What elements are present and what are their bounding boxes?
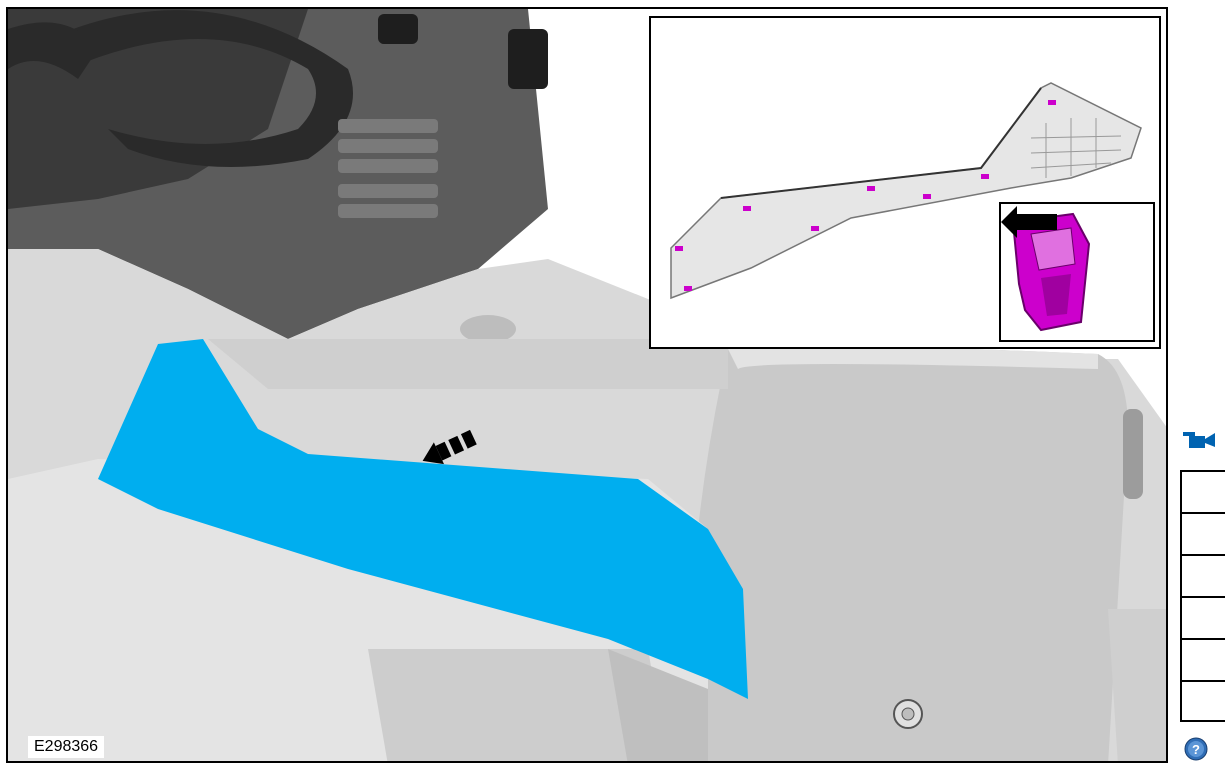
removal-direction-arrow	[422, 429, 477, 465]
clip-locations	[675, 100, 1056, 291]
side-table-row[interactable]	[1180, 512, 1225, 554]
help-icon[interactable]: ?	[1184, 737, 1208, 761]
clip-icon	[1011, 212, 1091, 332]
detail-inset: x8	[649, 16, 1161, 349]
highlighted-trim-panel	[98, 339, 748, 699]
trim-panel-detail	[670, 82, 1142, 300]
side-table	[1180, 470, 1225, 722]
clip-detail-box: x8	[999, 202, 1155, 342]
side-table-row[interactable]	[1180, 554, 1225, 596]
side-panel: ?	[1176, 0, 1225, 770]
svg-text:?: ?	[1192, 742, 1200, 757]
quantity-arrow-icon	[1001, 206, 1057, 238]
side-table-row[interactable]	[1180, 638, 1225, 680]
camera-icon[interactable]	[1181, 427, 1217, 451]
clip-quantity-label: x8	[1113, 248, 1131, 267]
procedure-figure: x8 E298366	[6, 7, 1168, 763]
side-table-row[interactable]	[1180, 470, 1225, 512]
figure-id-label: E298366	[28, 736, 105, 758]
side-table-row[interactable]	[1180, 680, 1225, 722]
side-table-row[interactable]	[1180, 596, 1225, 638]
console-illustration	[8, 9, 1166, 761]
